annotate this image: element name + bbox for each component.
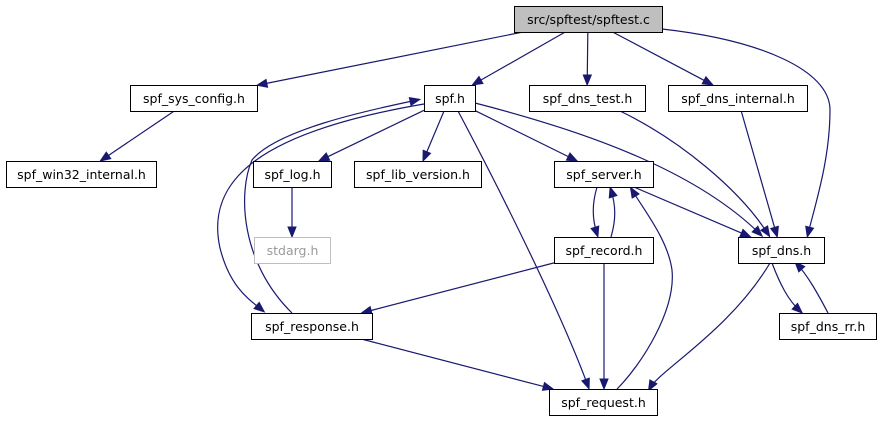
arrowhead-spf_h-to-spf_server	[565, 152, 579, 162]
edge-spf_h-to-spf_response	[217, 103, 425, 311]
arrowhead-spf_log-to-stdarg	[287, 226, 297, 239]
arrowhead-root-to-spf_sys_config	[255, 78, 269, 88]
node-spf-request[interactable]: spf_request.h	[549, 389, 658, 416]
node-label: spf_dns.h	[752, 243, 811, 258]
edge-root-to-spf_dns_internal	[612, 31, 706, 82]
edge-spf_response-to-spf_h	[244, 99, 418, 314]
arrowhead-spf_dns_test-to-spf_dns	[759, 225, 771, 238]
arrowhead-spf_response-to-spf_request	[541, 381, 555, 391]
arrowhead-spf_server-to-spf_record	[590, 225, 600, 239]
edge-spf_sys_config-to-spf_win32_internal	[107, 110, 175, 157]
edge-root-to-spf_dns	[661, 28, 831, 235]
node-box	[6, 161, 157, 188]
node-label: spf_lib_version.h	[366, 167, 470, 182]
node-box	[779, 313, 877, 340]
node-stdarg: stdarg.h	[254, 237, 331, 264]
node-spf-log[interactable]: spf_log.h	[253, 161, 332, 188]
node-spf-h[interactable]: spf.h	[424, 85, 476, 112]
graph-edges	[99, 28, 831, 392]
node-spf-lib-version[interactable]: spf_lib_version.h	[354, 161, 482, 188]
node-spf-win32-internal[interactable]: spf_win32_internal.h	[6, 161, 157, 188]
arrowhead-root-to-spf_dns_test	[582, 74, 593, 87]
edge-root-to-spf_h	[479, 31, 566, 82]
node-label: spf_log.h	[264, 167, 320, 182]
node-spf-dns-test[interactable]: spf_dns_test.h	[529, 85, 646, 112]
arrowhead-spf_response-to-spf_h	[408, 96, 422, 107]
arrowhead-spf_h-to-spf_response	[253, 301, 266, 313]
node-box	[554, 161, 654, 188]
node-spf-server[interactable]: spf_server.h	[554, 161, 654, 188]
node-label: spf_dns_internal.h	[681, 91, 795, 106]
edge-spf_dns_rr-to-spf_dns	[796, 263, 829, 314]
node-box	[253, 161, 332, 188]
edge-root-to-spf_sys_config	[265, 31, 524, 85]
node-spf-sys-config[interactable]: spf_sys_config.h	[130, 85, 258, 112]
arrowhead-spf_h-to-spf_request	[580, 377, 590, 391]
arrowhead-root-to-spf_dns_internal	[701, 75, 715, 86]
edge-spf_h-to-spf_server	[474, 110, 570, 158]
arrowhead-spf_h-to-spf_dns	[751, 225, 764, 238]
node-label: spf_sys_config.h	[143, 91, 245, 106]
node-label: spf_dns_test.h	[543, 91, 633, 106]
arrowhead-spf_dns-to-spf_dns_rr	[791, 302, 804, 314]
node-box	[738, 237, 825, 264]
arrowhead-spf_dns-to-spf_request	[647, 379, 658, 392]
node-label: spf_dns_rr.h	[791, 319, 866, 334]
edge-spf_server-to-spf_dns	[633, 186, 743, 235]
node-spf-dns-internal[interactable]: spf_dns_internal.h	[668, 85, 808, 112]
arrowhead-root-to-spf_h	[471, 75, 484, 86]
node-label: spf.h	[435, 91, 465, 106]
arrowhead-spf_dns_internal-to-spf_dns	[769, 225, 779, 239]
node-label: src/spftest/spftest.c	[527, 12, 650, 27]
edge-spf_h-to-spf_lib_version	[425, 110, 445, 153]
node-box	[514, 6, 663, 33]
node-box	[130, 85, 258, 112]
node-label: stdarg.h	[267, 243, 319, 258]
edge-spf_dns-to-spf_request	[649, 262, 771, 389]
edge-spf_request-to-spf_server	[616, 189, 673, 390]
edge-spf_dns_test-to-spf_dns	[619, 110, 769, 235]
arrowhead-spf_sys_config-to-spf_win32_internal	[99, 151, 112, 162]
arrowhead-root-to-spf_dns	[805, 225, 815, 239]
edge-spf_record-to-spf_response	[370, 262, 555, 312]
node-label: spf_request.h	[561, 395, 646, 410]
edge-spf_h-to-spf_dns	[474, 102, 761, 235]
arrowhead-spf_record-to-spf_request	[599, 378, 609, 391]
arrowhead-spf_request-to-spf_server	[629, 186, 640, 199]
arrowhead-spf_server-to-spf_dns	[739, 228, 752, 238]
node-label: spf_win32_internal.h	[17, 167, 146, 182]
node-box	[668, 85, 808, 112]
node-root[interactable]: src/spftest/spftest.c	[514, 6, 663, 33]
node-label: spf_response.h	[265, 319, 359, 334]
node-box	[549, 389, 658, 416]
node-box	[254, 237, 331, 264]
arrowhead-spf_record-to-spf_server	[608, 185, 618, 199]
edge-spf_dns-to-spf_dns_rr	[771, 262, 801, 312]
arrowhead-spf_dns_rr-to-spf_dns	[794, 260, 806, 273]
node-box	[554, 237, 654, 264]
node-box	[354, 161, 482, 188]
node-box	[424, 85, 476, 112]
edge-spf_h-to-spf_log	[326, 109, 425, 158]
node-spf-record[interactable]: spf_record.h	[554, 237, 654, 264]
edge-root-to-spf_dns_test	[586, 31, 589, 77]
edge-spf_h-to-spf_request	[457, 110, 589, 387]
arrowhead-spf_h-to-spf_lib_version	[422, 149, 432, 163]
edge-spf_dns_internal-to-spf_dns	[740, 110, 776, 229]
edge-spf_response-to-spf_request	[361, 338, 545, 388]
node-box	[251, 313, 373, 340]
node-spf-dns[interactable]: spf_dns.h	[738, 237, 825, 264]
node-label: spf_server.h	[566, 167, 641, 182]
node-box	[529, 85, 646, 112]
node-spf-dns-rr[interactable]: spf_dns_rr.h	[779, 313, 877, 340]
node-label: spf_record.h	[566, 243, 643, 258]
node-spf-response[interactable]: spf_response.h	[251, 313, 373, 340]
arrowhead-spf_h-to-spf_log	[317, 152, 331, 162]
